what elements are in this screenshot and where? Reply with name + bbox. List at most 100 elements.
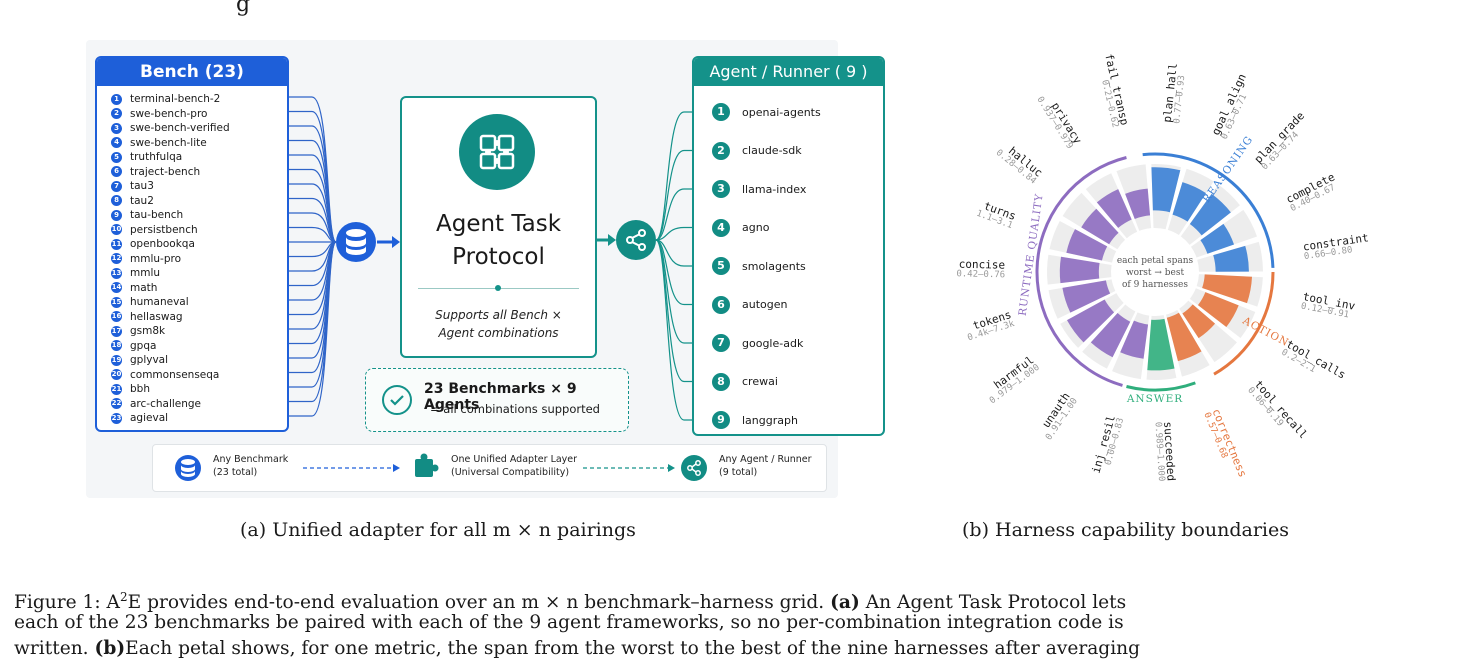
benchmark-label: agieval [130,412,169,425]
agent-connector [655,149,700,241]
benchmark-label: commonsenseqa [130,368,220,381]
protocol-subtitle: Supports all Bench × Agent combinations [402,306,595,342]
agent-label: crewai [742,375,778,388]
benchmark-item: 20 commonsenseqa [111,368,287,383]
benchmark-item: 16 hellaswag [111,310,287,325]
group-arc [1035,156,1127,387]
benchmark-number: 16 [111,311,122,323]
combinations-callout: 23 Benchmarks × 9 Agents = all combinati… [365,368,629,432]
benchmark-number: 19 [111,354,122,366]
petal [1182,304,1216,339]
benchmark-label: mmlu-pro [130,252,181,265]
group-arc [1142,152,1275,268]
petal [1172,182,1207,222]
combos-headline: 23 Benchmarks × 9 Agents [424,381,577,413]
group-label: ANSWER [1126,393,1183,405]
petal [1059,256,1100,284]
benchmark-number: 8 [111,195,122,207]
benchmark-label: hellaswag [130,310,183,323]
center-note: of 9 harnesses [1122,280,1188,290]
benchmark-label: traject-bench [130,165,201,178]
legend-share-icon [681,455,707,481]
database-hub-icon [336,222,376,262]
agent-connector [655,239,700,421]
agent-task-protocol-box: Agent Task Protocol Supports all Bench ×… [400,96,597,358]
benchmark-label: tau-bench [130,209,184,222]
benchmark-item: 21 bbh [111,382,287,397]
fig-cap-line3-post: Each petal shows, for one metric, the sp… [125,638,1141,659]
metric-label: concise [959,258,1006,272]
agent-label: claude-sdk [742,144,802,157]
legend-agent-line1: Any Agent / Runner [719,454,812,465]
center-note: worst → best [1126,268,1185,278]
benchmark-number: 14 [111,282,122,294]
fig-cap-post: An Agent Task Protocol lets [865,592,1127,614]
benchmark-label: swe-bench-verified [130,122,230,135]
benchmark-label: math [130,281,158,294]
benchmark-item: 19 gplyval [111,353,287,368]
agent-number: 4 [712,218,730,237]
puzzle-icon [459,114,535,190]
metric-label: succeeded [1161,421,1178,481]
benchmark-number: 20 [111,369,122,381]
figure-caption-line3: written. (b)Each petal shows, for one me… [14,635,1469,663]
combos-subline: = all combinations supported [430,402,600,416]
legend-agent-label: Any Agent / Runner (9 total) [719,453,812,479]
petal [1213,245,1249,272]
agent-connector [655,188,700,241]
agent-number: 5 [712,257,730,275]
benchmark-label: gsm8k [130,325,166,338]
benchmark-item: 14 math [111,281,287,296]
benchmark-label: gplyval [130,354,169,367]
petal [1120,320,1149,359]
group-label: RUNTIME QUALITY [1017,192,1046,316]
header-fragment: g [236,0,251,17]
agent-label: openai-agents [742,105,821,119]
protocol-title-line1: Agent Task [435,211,562,237]
metric-range: 0.42–0.76 [956,269,1005,280]
bench-connector [287,241,337,417]
benchmark-number: 18 [111,340,122,352]
legend-agent-line2: (9 total) [719,467,758,478]
metric-label: plan_hall [1161,62,1180,123]
petal [1200,223,1235,254]
petal [1147,318,1175,371]
metric-range: 0.989–1.000 [1152,422,1166,482]
group-arc [1213,271,1275,376]
agent-label: agno [742,221,770,234]
benchmark-number: 10 [111,224,122,236]
petal [1066,229,1108,261]
benchmark-number: 13 [111,267,122,279]
benchmark-label: tau3 [130,180,154,193]
center-note: each petal spans [1117,256,1194,266]
protocol-title: Agent Task Protocol [402,208,595,274]
benchmark-number: 15 [111,296,122,308]
legend-database-icon [175,455,201,481]
fig-cap-written: written. [14,638,89,659]
benchmark-number: 21 [111,383,122,395]
agent-number: 6 [712,295,730,314]
petal [1066,299,1115,343]
benchmark-label: bbh [130,383,150,396]
benchmark-number: 4 [111,137,122,149]
petal [1202,274,1253,304]
petal [1151,167,1181,213]
bench-title: Bench (23) [97,58,287,86]
caption-a: (a) Unified adapter for all m × n pairin… [240,519,636,541]
legend-bench-line1: Any Benchmark [213,454,289,465]
protocol-subtitle-line2: Agent combinations [438,326,559,340]
